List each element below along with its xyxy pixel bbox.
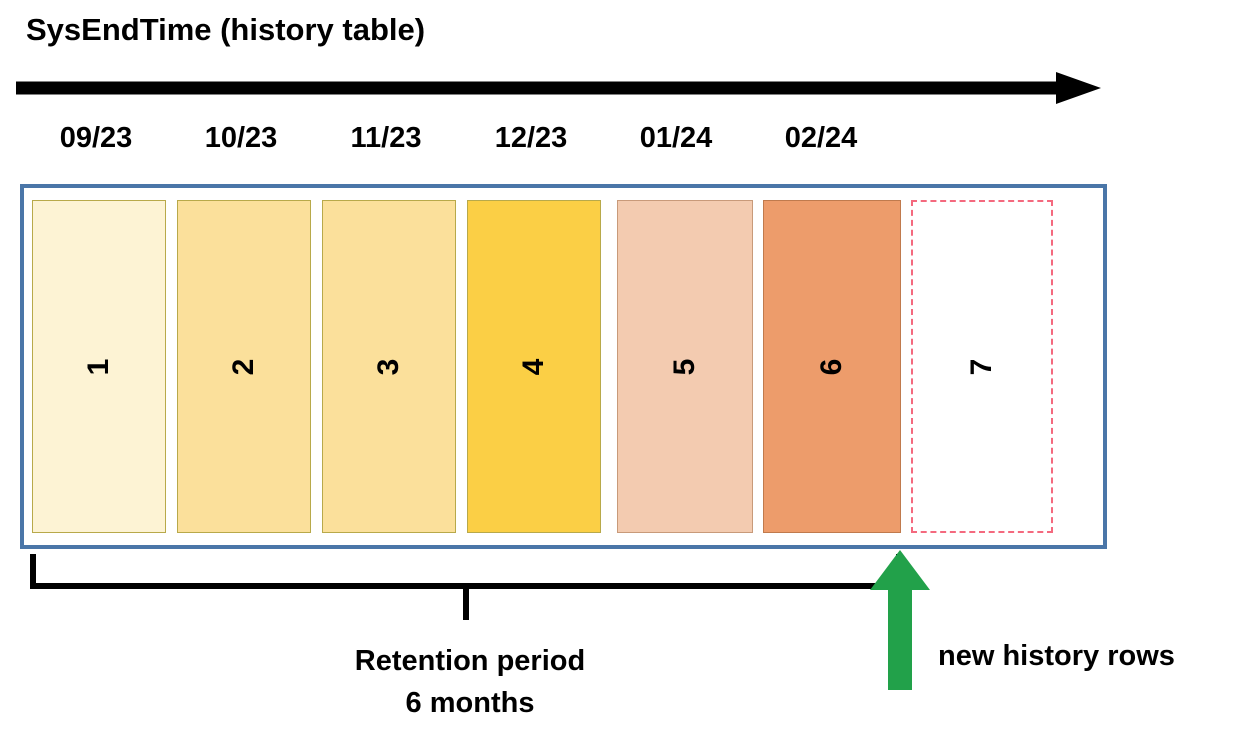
month-label-row: 09/23 10/23 11/23 12/23 01/24 02/24	[22, 122, 1107, 164]
history-block-1[interactable]: 1	[32, 200, 166, 533]
history-block-3[interactable]: 3	[322, 200, 456, 533]
history-block-2[interactable]: 2	[177, 200, 311, 533]
history-block-6[interactable]: 6	[763, 200, 901, 533]
new-history-rows-label: new history rows	[938, 640, 1175, 672]
history-block-7-label: 7	[965, 358, 998, 375]
month-label-3: 12/23	[494, 122, 568, 154]
page-title: SysEndTime (history table)	[26, 12, 426, 47]
month-label-1: 10/23	[204, 122, 278, 154]
retention-line-2: 6 months	[405, 687, 535, 720]
history-block-6-label: 6	[815, 358, 848, 375]
bracket-icon	[30, 554, 902, 620]
up-arrow-icon	[870, 550, 930, 690]
month-label-5: 02/24	[784, 122, 858, 154]
history-block-5-label: 5	[668, 358, 701, 375]
history-block-2-label: 2	[227, 358, 260, 375]
timeline-axis-arrow	[16, 72, 1101, 104]
month-label-0: 09/23	[59, 122, 133, 154]
history-block-1-label: 1	[82, 358, 115, 375]
right-arrow-icon	[16, 72, 1101, 104]
history-block-4-label: 4	[517, 358, 550, 375]
history-block-4[interactable]: 4	[467, 200, 601, 533]
history-block-3-label: 3	[372, 358, 405, 375]
new-history-rows-arrow	[868, 550, 932, 690]
month-label-4: 01/24	[639, 122, 713, 154]
history-block-5[interactable]: 5	[617, 200, 753, 533]
history-block-7-new[interactable]: 7	[911, 200, 1053, 533]
retention-bracket	[30, 552, 910, 622]
retention-line-1: Retention period	[354, 645, 586, 677]
retention-period-text: Retention period 6 months	[250, 640, 690, 724]
month-label-2: 11/23	[350, 122, 422, 154]
